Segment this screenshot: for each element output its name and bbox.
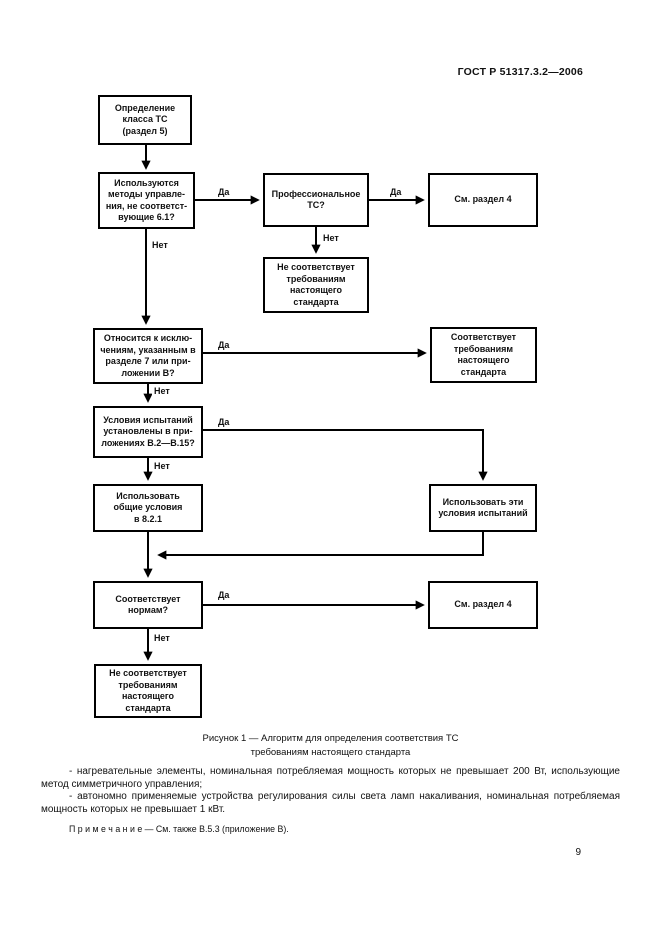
- flowchart-node-not-conform-final: Не соответствует требованиям настоящего …: [94, 664, 202, 718]
- node-label: Определение класса ТС (раздел 5): [114, 102, 176, 136]
- node-label: Использовать эти условия испытаний: [438, 496, 528, 519]
- node-label: См. раздел 4: [454, 599, 512, 610]
- node-label: Относится к исклю- чениям, указанным в р…: [100, 333, 196, 378]
- flowchart-node-see-section-4-bottom: См. раздел 4: [428, 581, 538, 629]
- edge-label-yes-5: Да: [216, 590, 232, 600]
- flowchart-node-professional-ts: Профессиональное ТС?: [263, 173, 369, 227]
- flowchart-node-use-these: Использовать эти условия испытаний: [429, 484, 537, 532]
- body-text: - нагревательные элементы, номинальная п…: [41, 766, 620, 836]
- edge-label-no-5: Нет: [152, 633, 172, 643]
- edge-usethese-merge: [157, 532, 484, 560]
- node-label: Не соответствует требованиям настоящего …: [277, 262, 355, 307]
- flowchart-node-conforms: Соответствует требованиям настоящего ста…: [430, 327, 537, 383]
- edge-conditions-to-usethese: [203, 429, 488, 481]
- edge-label-no-4: Нет: [152, 461, 172, 471]
- flowchart-node-control-methods: Используются методы управле- ния, не соо…: [98, 172, 195, 229]
- flowchart-node-exceptions: Относится к исклю- чениям, указанным в р…: [93, 328, 203, 384]
- node-label: Используются методы управле- ния, не соо…: [105, 177, 188, 223]
- node-label: Использовать общие условия в 8.2.1: [113, 490, 183, 524]
- list-item-heating-elements: - нагревательные элементы, номинальная п…: [41, 766, 620, 790]
- edge-label-yes-4: Да: [216, 417, 232, 427]
- list-item-dimmers: - автономно применяемые устройства регул…: [41, 791, 620, 815]
- edge-label-yes-1: Да: [216, 187, 232, 197]
- node-label: См. раздел 4: [454, 194, 512, 205]
- flowchart-node-define-class: Определение класса ТС (раздел 5): [98, 95, 192, 145]
- node-label: Соответствует нормам?: [115, 593, 181, 616]
- edge-label-no-2: Нет: [150, 240, 170, 250]
- edge-label-no-3: Нет: [152, 386, 172, 396]
- flowchart-node-test-conditions: Условия испытаний установлены в при- лож…: [93, 406, 203, 458]
- figure-1-flowchart: Определение класса ТС (раздел 5) Использ…: [93, 95, 538, 718]
- node-label: Профессиональное ТС?: [271, 188, 361, 211]
- figure-caption: Рисунок 1 — Алгоритм для определения соо…: [202, 733, 459, 758]
- edge-label-yes-2: Да: [388, 187, 404, 197]
- flowchart-node-meets-norms: Соответствует нормам?: [93, 581, 203, 629]
- page-number: 9: [575, 847, 581, 858]
- flowchart-node-use-general: Использовать общие условия в 8.2.1: [93, 484, 203, 532]
- node-label: Соответствует требованиям настоящего ста…: [450, 332, 517, 377]
- edge-label-no-1: Нет: [321, 233, 341, 243]
- node-label: Не соответствует требованиям настоящего …: [109, 668, 187, 713]
- node-label: Условия испытаний установлены в при- лож…: [101, 414, 195, 448]
- edge-label-yes-3: Да: [216, 340, 232, 350]
- flowchart-node-see-section-4-top: См. раздел 4: [428, 173, 538, 227]
- flowchart-connectors: [141, 145, 488, 661]
- standard-number-header: ГОСТ Р 51317.3.2—2006: [457, 66, 583, 78]
- flowchart-node-not-conform-mid: Не соответствует требованиям настоящего …: [263, 257, 369, 313]
- note-text: П р и м е ч а н и е — См. также В.5.3 (п…: [69, 824, 289, 834]
